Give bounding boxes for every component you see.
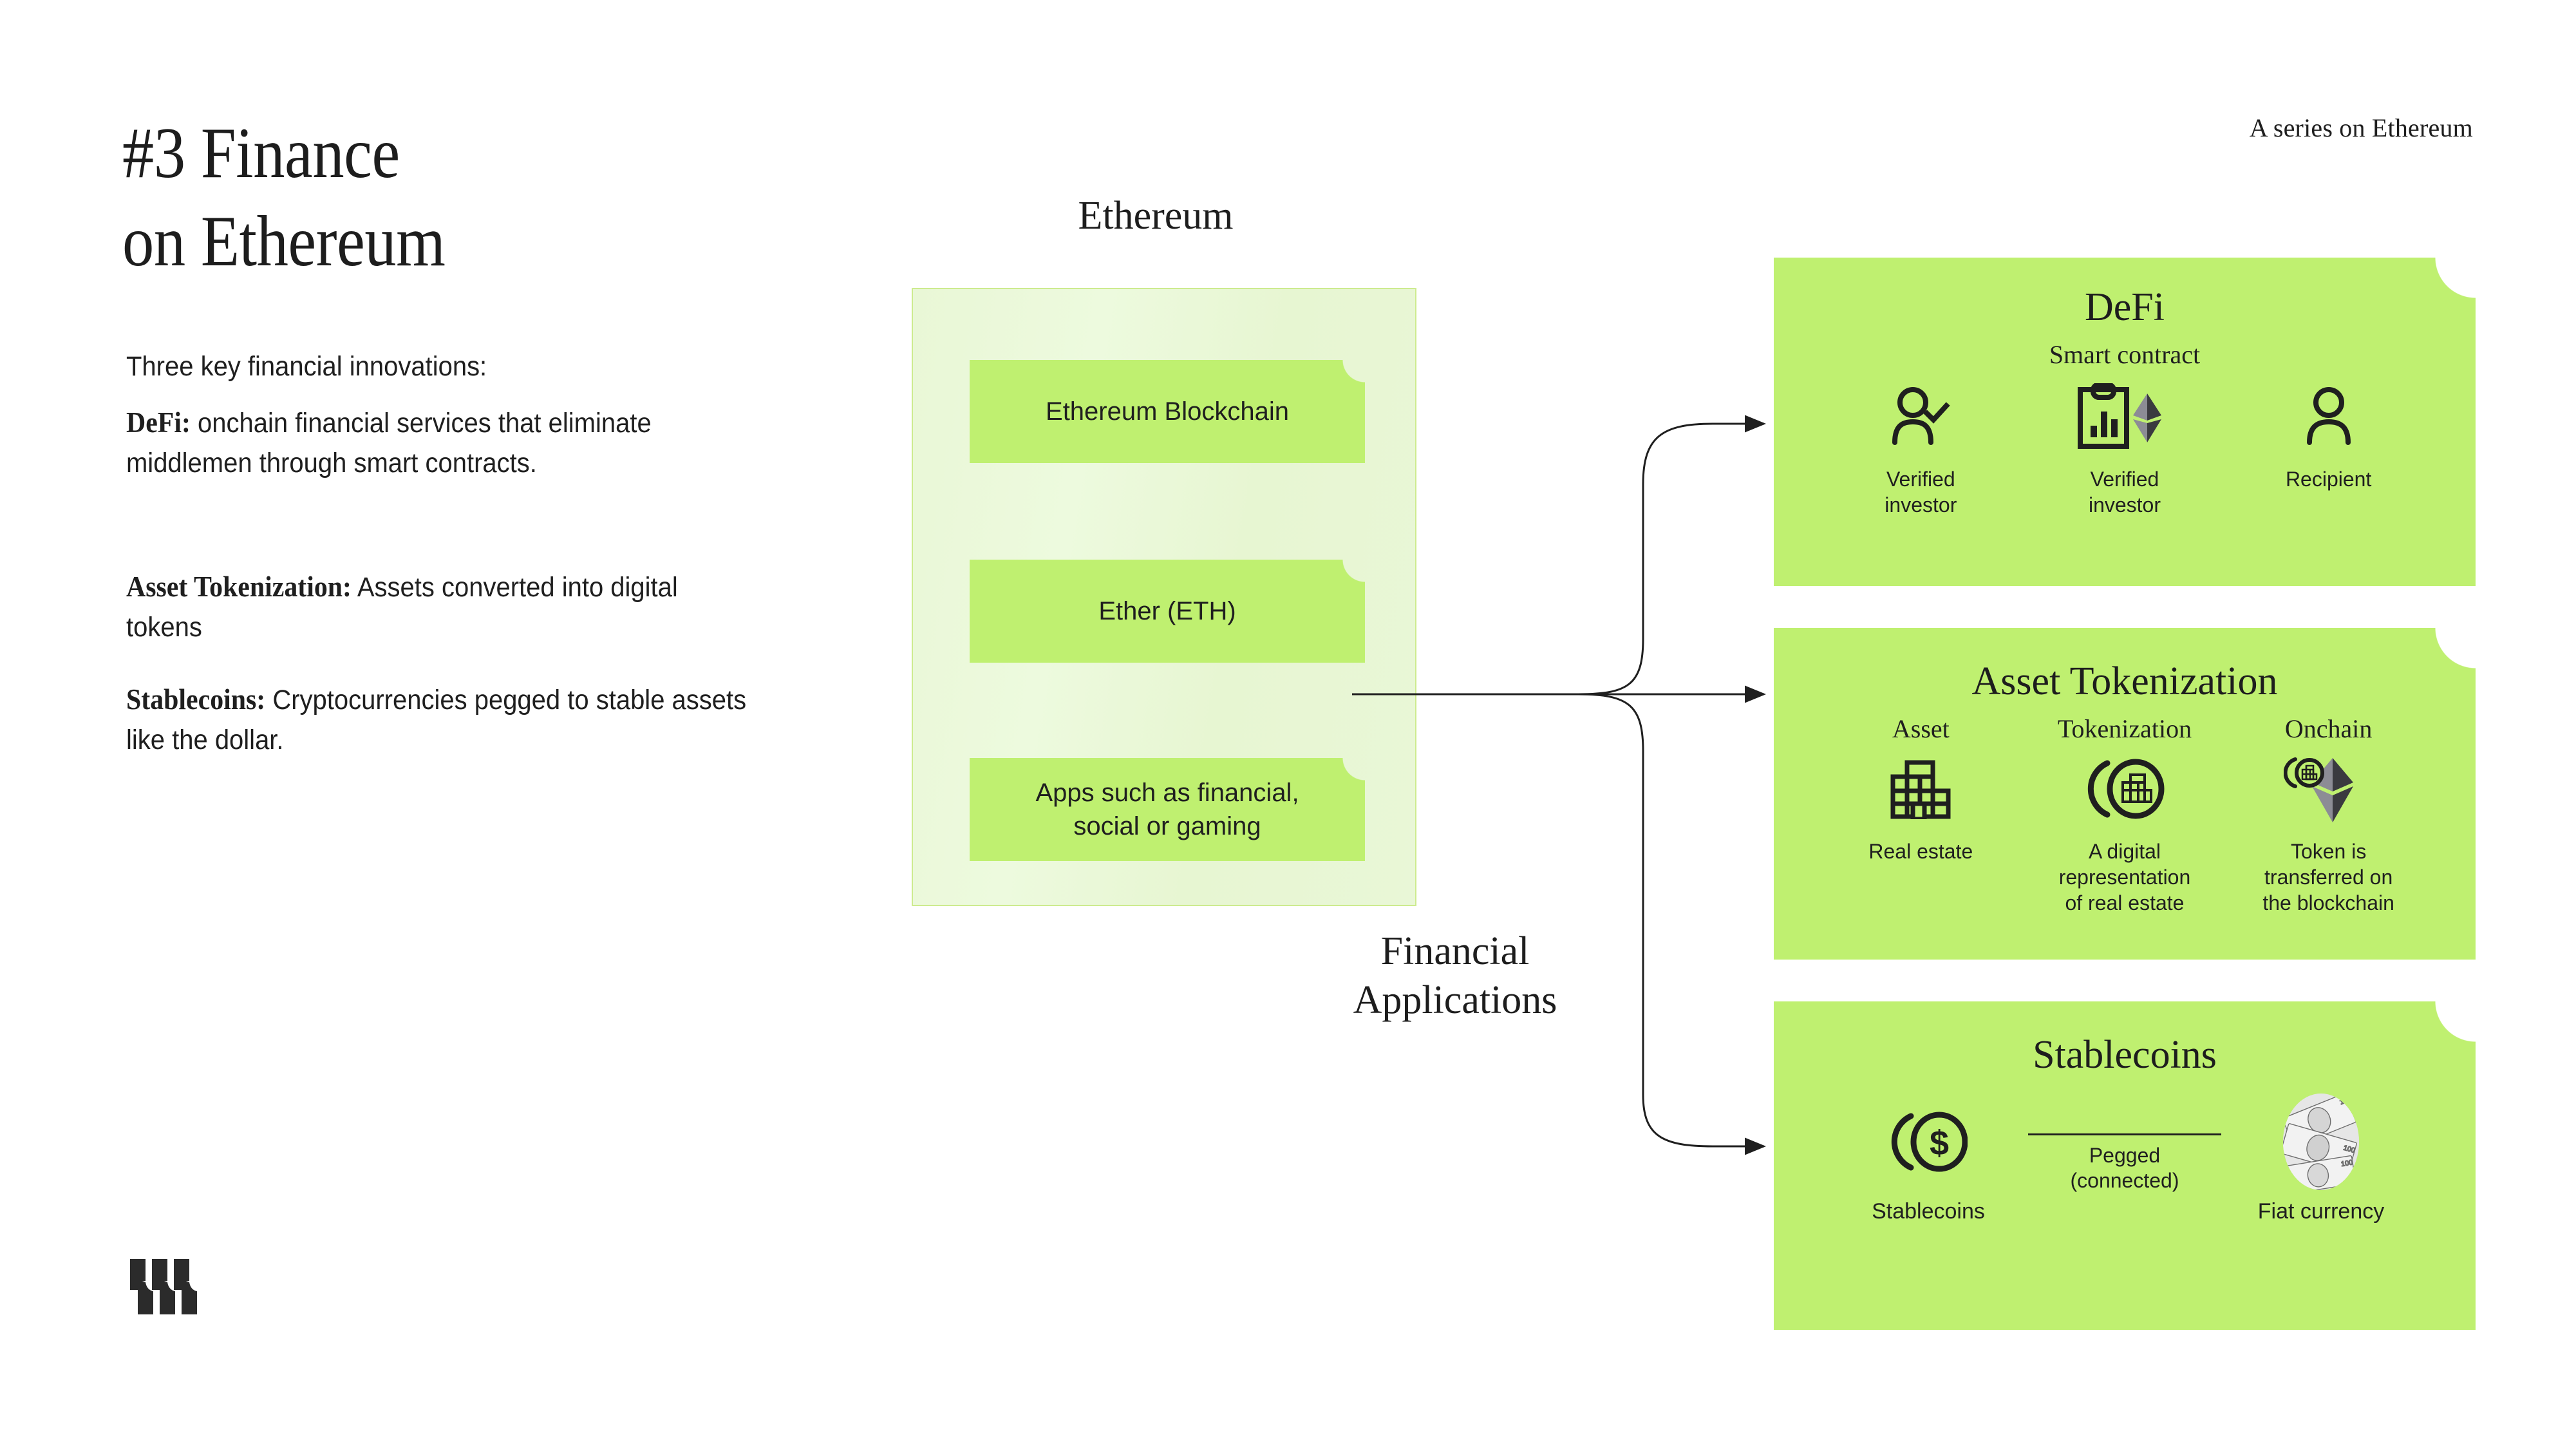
brand-logo-icon	[130, 1259, 197, 1314]
building-icon	[1890, 751, 1951, 827]
stablecoin-peg-row: $ Stablecoins Pegged (connected) 100 100…	[1774, 1094, 2476, 1224]
stack-layer-blockchain[interactable]: Ethereum Blockchain	[970, 360, 1365, 463]
card-title: DeFi	[2085, 285, 2165, 329]
stack-layer-ether[interactable]: Ether (ETH)	[970, 560, 1365, 663]
bullet-text: Assets converted into digital tokens	[126, 572, 678, 643]
ethereum-stack-container: Ethereum Blockchain Ether (ETH) Apps suc…	[912, 288, 1416, 906]
token-building-icon	[2083, 751, 2167, 827]
branch-label: Financial Applications	[1353, 929, 1557, 1022]
bullet-term: DeFi:	[126, 406, 191, 439]
column-smart-contract: Verified investor	[2028, 379, 2221, 518]
column-heading: Asset	[1892, 714, 1950, 743]
card-title: Stablecoins	[2033, 1033, 2217, 1077]
card-defi[interactable]: DeFi Smart contract Verified investor	[1774, 258, 2476, 586]
column-caption: Recipient	[2285, 468, 2372, 491]
column-caption: A digital representation of real estate	[2058, 840, 2191, 914]
person-verified-icon	[1887, 379, 1954, 455]
stablecoin-caption: Stablecoins	[1872, 1199, 1985, 1224]
stack-layer-label: Apps such as financial, social or gaming	[1035, 779, 1299, 840]
svg-text:100: 100	[2340, 1159, 2353, 1168]
column-verified-investor-1: Verified investor	[1824, 379, 2017, 518]
bullet-stablecoins: Stablecoins: Cryptocurrencies pegged to …	[126, 679, 749, 760]
intro-lead-text: Three key financial innovations:	[126, 351, 487, 382]
fiat-side: 100 100 100 Fiat currency	[2237, 1094, 2405, 1224]
column-heading: Tokenization	[2057, 714, 2192, 743]
peg-line	[2028, 1133, 2221, 1135]
stack-layer-apps[interactable]: Apps such as financial, social or gaming	[970, 758, 1365, 861]
smart-contract-icon	[2076, 379, 2173, 455]
card-columns: Verified investor Veri	[1774, 379, 2476, 518]
column-caption: Verified investor	[2088, 468, 2161, 516]
card-title: Asset Tokenization	[1971, 659, 2278, 703]
column-tokenization: Tokenization A digital representation of…	[2028, 714, 2221, 916]
card-columns: Asset Real estate Tokenization	[1774, 714, 2476, 916]
bullet-text: Cryptocurrencies pegged to stable assets…	[126, 685, 747, 755]
column-caption: Token is transferred on the blockchain	[2262, 840, 2394, 914]
card-subtitle: Smart contract	[2049, 340, 2201, 369]
ethereum-diamond-icon	[2132, 393, 2161, 442]
branch-arrow-defi	[1578, 415, 1766, 696]
fiat-caption: Fiat currency	[2257, 1199, 2385, 1224]
fiat-banknotes-icon: 100 100 100	[2283, 1094, 2359, 1190]
svg-text:100: 100	[2338, 1095, 2353, 1106]
onchain-eth-icon	[2283, 751, 2374, 827]
page-title: #3 Finance on Ethereum	[122, 113, 446, 281]
column-caption: Verified investor	[1885, 468, 1957, 516]
dollar-coin-icon: $	[1889, 1104, 1968, 1180]
card-stablecoins[interactable]: Stablecoins $ Stablecoins Pegged (connec…	[1774, 1001, 2476, 1330]
bullet-asset-tokenization: Asset Tokenization: Assets converted int…	[126, 567, 749, 647]
stack-layer-label: Ethereum Blockchain	[1046, 397, 1289, 426]
column-recipient: Recipient	[2232, 379, 2425, 492]
stablecoin-side: $ Stablecoins	[1845, 1104, 2012, 1224]
svg-text:$: $	[1930, 1124, 1949, 1162]
bullet-term: Asset Tokenization:	[126, 571, 352, 603]
svg-text:100: 100	[2342, 1144, 2356, 1155]
series-label: A series on Ethereum	[2249, 113, 2473, 142]
card-asset-tokenization[interactable]: Asset Tokenization Asset Real estate Tok…	[1774, 628, 2476, 960]
branch-arrow-stablecoins	[1578, 693, 1766, 1155]
bullet-defi: DeFi: onchain financial services that el…	[126, 402, 749, 483]
peg-connector: Pegged (connected)	[2018, 1104, 2231, 1193]
column-asset: Asset Real estate	[1824, 714, 2017, 864]
column-heading: Onchain	[2284, 714, 2373, 743]
stack-layer-label: Ether (ETH)	[1098, 597, 1236, 625]
branch-connector	[1352, 415, 1766, 1155]
column-onchain: Onchain	[2232, 714, 2425, 916]
bullet-term: Stablecoins:	[126, 683, 266, 715]
column-caption: Real estate	[1868, 840, 1973, 863]
ethereum-stack-title: Ethereum	[1078, 194, 1234, 238]
peg-caption: Pegged (connected)	[2070, 1144, 2179, 1193]
bullet-text: onchain financial services that eliminat…	[126, 408, 652, 478]
person-icon	[2299, 379, 2358, 455]
